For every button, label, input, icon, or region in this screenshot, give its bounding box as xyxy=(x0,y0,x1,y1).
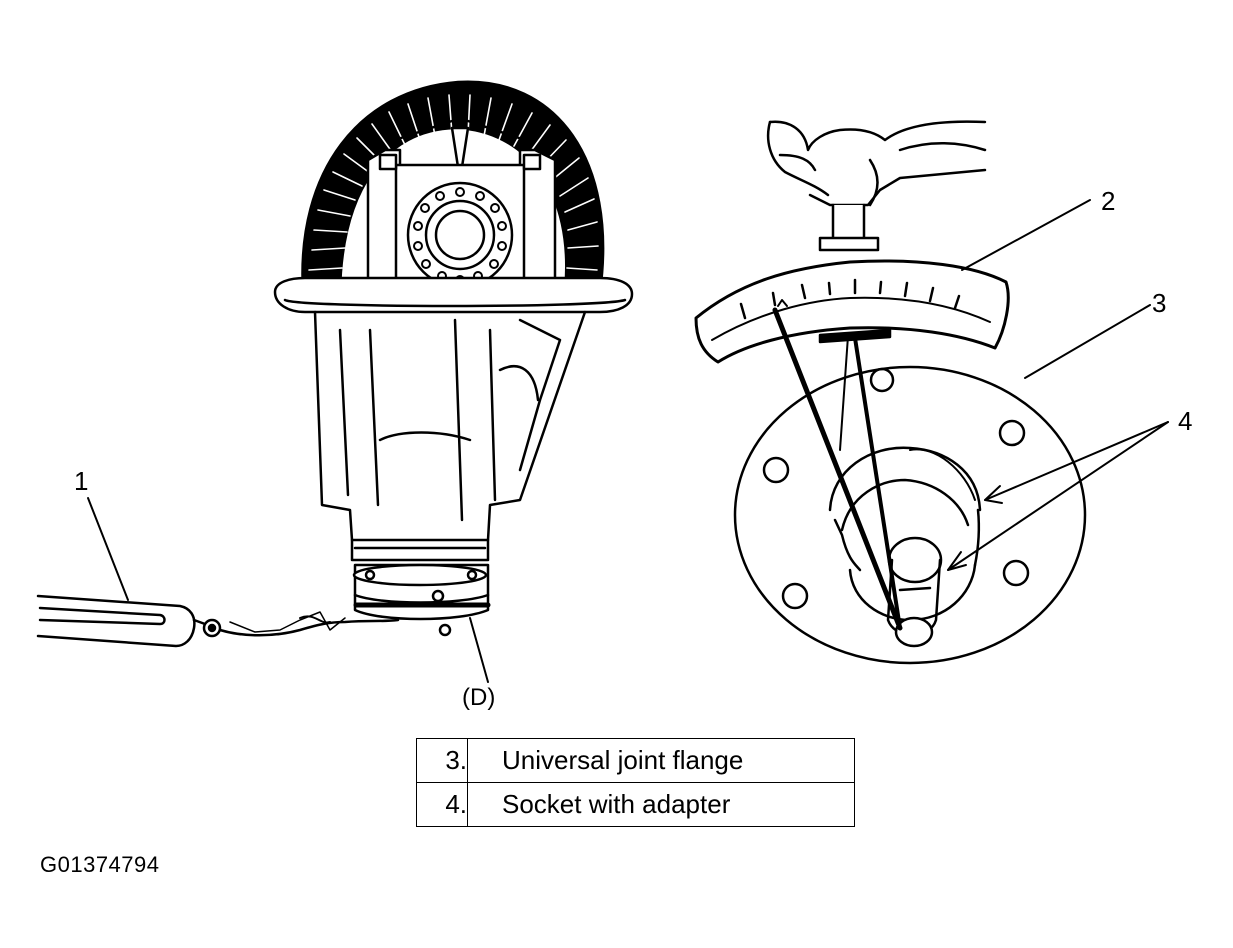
callout-4-leader-b xyxy=(947,421,1169,571)
callout-1: 1 xyxy=(74,466,89,496)
callout-2-leader xyxy=(961,199,1091,271)
universal-joint-flange-icon xyxy=(733,365,1087,665)
socket-adapter-icon xyxy=(886,536,943,648)
differential-assembly-icon xyxy=(273,80,634,637)
callout-D-leader xyxy=(469,617,489,683)
callout-D: (D) xyxy=(462,684,496,711)
spring-scale-icon xyxy=(36,594,400,648)
callout-4: 4 xyxy=(1178,406,1193,436)
callout-2: 2 xyxy=(1101,186,1116,216)
callout-3-leader xyxy=(1024,304,1151,379)
callout-1-leader xyxy=(87,497,129,601)
callout-4-leader-a xyxy=(984,421,1169,501)
callout-3: 3 xyxy=(1152,288,1167,318)
legend-text: Universal joint flange xyxy=(467,738,855,783)
legend-row: 3. Universal joint flange xyxy=(416,738,855,783)
figure-id: G01374794 xyxy=(40,852,160,877)
legend-row: 4. Socket with adapter xyxy=(416,782,855,827)
torque-wrench-scale-icon xyxy=(694,259,1010,631)
legend-number: 3. xyxy=(416,738,468,783)
legend-number: 4. xyxy=(416,782,468,827)
legend-text: Socket with adapter xyxy=(467,782,855,827)
legend-table: 3. Universal joint flange 4. Socket with… xyxy=(416,738,855,827)
hand-icon xyxy=(766,120,987,207)
